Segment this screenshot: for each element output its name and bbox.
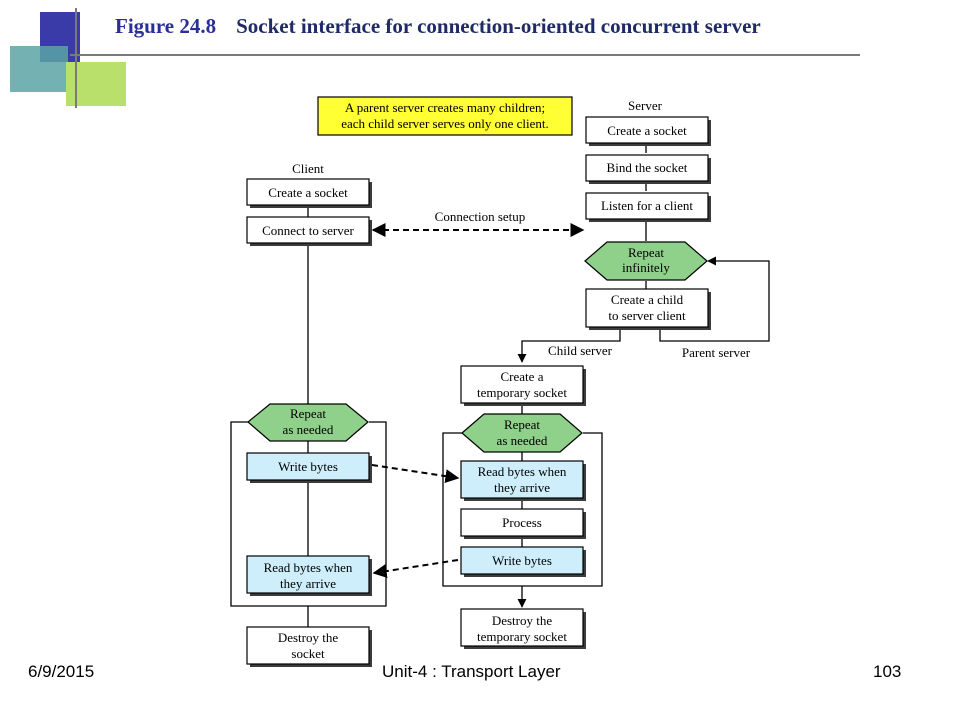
child-destroy-line-2: temporary socket [477,629,567,644]
client-repeat-line-2: as needed [283,422,334,437]
server-create-child-line-2: to server client [608,308,686,323]
client-connect-box [246,216,370,244]
footer-center: Unit-4 : Transport Layer [382,662,561,681]
child-destroy-box [460,608,584,647]
server-create-child-box [585,288,709,328]
server-create-socket-text: Create a socket [607,123,687,138]
child-process-text: Process [502,515,542,530]
note-line-2: each child server serves only one client… [341,116,549,131]
child-read-line-2: they arrive [494,480,550,495]
child-temp-socket-box [460,365,584,404]
client-destroy-line-2: socket [291,646,325,661]
client-label: Client [292,161,324,176]
connection-setup-label: Connection setup [435,209,526,224]
server-listen-box [585,192,709,220]
child-process-box [460,508,584,537]
client-write-box [246,452,370,481]
server-listen-text: Listen for a client [601,198,693,213]
client-destroy-box [246,626,370,665]
server-label: Server [628,98,663,113]
client-create-socket-text: Create a socket [268,185,348,200]
server-repeat-line-2: infinitely [622,260,670,275]
figure-number: Figure 24.8 [115,14,217,38]
client-read-line-2: they arrive [280,576,336,591]
client-read-box [246,555,370,594]
corner-vertical-rule [75,8,77,108]
client-create-socket-box [246,178,370,206]
child-server-label: Child server [548,343,613,358]
note-box [317,96,573,136]
client-to-child-data-arrow [371,464,460,484]
child-read-box [460,460,584,499]
child-read-line-1: Read bytes when [478,464,567,479]
server-repeat-hexagon [584,241,708,281]
child-repeat-line-1: Repeat [504,417,540,432]
client-repeat-line-1: Repeat [290,406,326,421]
parent-server-label: Parent server [682,345,751,360]
server-create-child-line-1: Create a child [611,292,684,307]
figure-title: Socket interface for connection-oriented… [236,14,761,38]
client-write-text: Write bytes [278,459,338,474]
client-destroy-line-1: Destroy the [278,630,339,645]
server-repeat-line-1: Repeat [628,245,664,260]
client-read-line-1: Read bytes when [264,560,353,575]
client-repeat-hexagon [247,403,369,442]
client-connect-text: Connect to server [262,223,354,238]
slide-title: Figure 24.8 Socket interface for connecti… [115,14,761,39]
child-temp-socket-line-2: temporary socket [477,385,567,400]
child-temp-socket-line-1: Create a [501,369,544,384]
footer-date: 6/9/2015 [28,662,95,681]
server-bind-text: Bind the socket [607,160,688,175]
child-destroy-line-1: Destroy the [492,613,553,628]
title-rule [70,54,860,56]
server-create-socket-box [585,116,709,144]
corner-square-teal [10,46,68,92]
server-bind-box [585,154,709,182]
child-repeat-line-2: as needed [497,433,548,448]
parent-server-loop-arrow [659,256,770,342]
child-to-client-data-arrow [372,559,459,578]
child-server-arrow [517,327,621,363]
child-repeat-hexagon [461,413,583,453]
note-line-1: A parent server creates many children; [345,100,545,115]
child-write-text: Write bytes [492,553,552,568]
child-write-box [460,546,584,575]
footer-page-number: 103 [873,662,902,681]
